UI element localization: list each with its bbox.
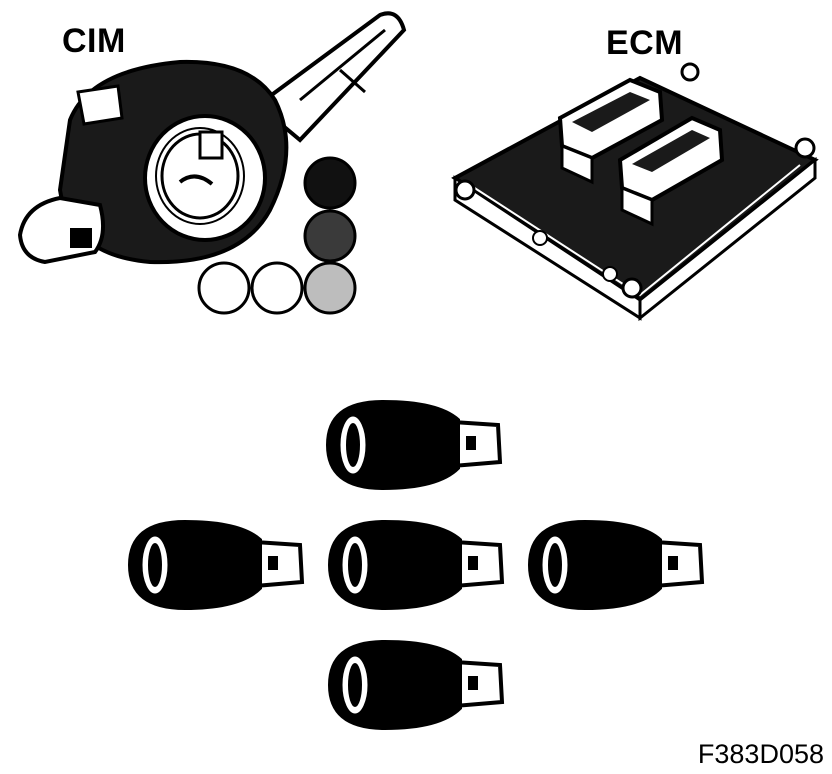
ecm-label: ECM [606,24,684,62]
cim-housing [57,59,289,265]
indicator-circle [303,156,357,210]
figure-code: F383D058 [697,739,824,769]
key-fob [328,640,504,730]
cim-left-stalk [17,195,106,265]
cim-label: CIM [62,22,126,60]
key-fob [128,520,304,610]
ecm-connector-2 [617,115,725,227]
indicator-circle [303,261,357,315]
key-fob [328,520,504,610]
ecm-connector-1 [557,77,665,185]
indicator-circle [197,261,251,315]
key-fob [528,520,704,610]
cim-stalk [254,11,407,143]
indicator-circle [303,209,357,263]
key-fob [326,400,502,490]
indicator-circle [250,261,304,315]
